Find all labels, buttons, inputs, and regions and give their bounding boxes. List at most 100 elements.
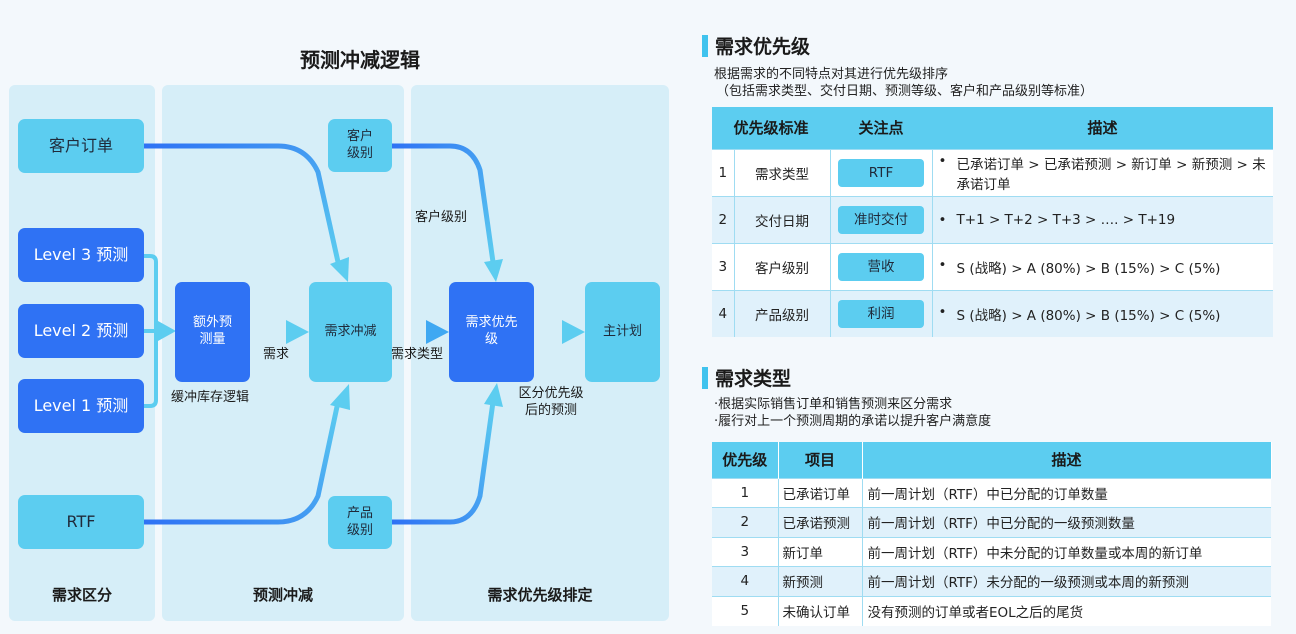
demand-type-table: 优先级 项目 描述 1 已承诺订单 前一周计划（RTF）中已分配的订单数量 2 … — [712, 442, 1272, 626]
row-description: 没有预测的订单或者EOL之后的尾货 — [862, 595, 1271, 626]
order-arrow-line — [144, 143, 341, 263]
cust-arrowhead — [484, 259, 503, 282]
cust-arrow-line — [392, 143, 496, 263]
flow-arrows — [144, 143, 585, 525]
row-desc-cell: • S (战略) > A (80%) > B (15%) > C (5%) — [932, 242, 1274, 290]
row-number: 3 — [712, 536, 779, 567]
bullet-dot: • — [938, 256, 947, 273]
row-description: 前一周计划（RTF）中已分配的一级预测数量 — [862, 507, 1271, 537]
row-focus-cell: 营收 — [830, 242, 933, 290]
rtf-arrow-line — [144, 401, 341, 525]
priority-header-focus: 关注点 — [830, 107, 933, 149]
table-row: 4 新预测 前一周计划（RTF）未分配的一级预测或本周的新预测 — [712, 566, 1271, 596]
label-customer-level: 客户级别 — [415, 210, 468, 225]
row-item: 新预测 — [778, 566, 863, 596]
focus-pill: 利润 — [838, 299, 925, 328]
table-row: 2 交付日期 准时交付 • T+1 > T+2 > T+3 > …. > T+19 — [712, 195, 1274, 243]
type-header-item: 项目 — [778, 442, 863, 478]
row-number: 4 — [712, 566, 779, 596]
priority-note-2: （包括需求类型、交付日期、预测等级、客户和产品级别等标准） — [716, 84, 1094, 99]
plan-arrowhead — [562, 320, 585, 344]
row-desc-cell: • T+1 > T+2 > T+3 > …. > T+19 — [932, 195, 1274, 243]
priority-title: 需求优先级 — [715, 36, 811, 58]
label-buffer-logic: 缓冲库存逻辑 — [171, 390, 250, 405]
demand-type-title: 需求类型 — [715, 368, 792, 390]
label-demand: 需求 — [263, 347, 290, 362]
priority-header-standard: 优先级标准 — [712, 107, 831, 149]
row-number: 1 — [712, 148, 735, 196]
row-focus-cell: 利润 — [830, 289, 933, 337]
row-number: 4 — [712, 289, 735, 337]
prod-arrow-line — [392, 401, 496, 525]
flow-diagram: 预测冲减逻辑 需求区分 预测冲减 需求优先级排定 — [9, 48, 669, 621]
row-item: 未确认订单 — [778, 595, 863, 626]
panel-label: 需求优先级排定 — [487, 586, 593, 604]
order-arrowhead — [330, 257, 349, 282]
table-row: 1 已承诺订单 前一周计划（RTF）中已分配的订单数量 — [712, 477, 1271, 508]
focus-pill: RTF — [838, 158, 925, 187]
node-level1-forecast: Level 1 预测 — [18, 379, 144, 433]
row-description: 前一周计划（RTF）中已分配的订单数量 — [862, 477, 1271, 508]
panel-label: 预测冲减 — [252, 586, 313, 604]
row-standard: 产品级别 — [734, 289, 831, 337]
bullet-dot: • — [938, 211, 947, 228]
level2-arrowhead — [158, 321, 176, 341]
table-row: 4 产品级别 利润 • S (战略) > A (80%) > B (15%) > … — [712, 289, 1274, 337]
bullet-dot: • — [938, 152, 947, 169]
table-row: 1 需求类型 RTF • 已承诺订单 > 已承诺预测 > 新订单 > 新预测 > … — [712, 148, 1274, 196]
row-number: 2 — [712, 507, 779, 537]
demand-type-heading: 需求类型 — [702, 364, 791, 391]
row-number: 5 — [712, 595, 779, 626]
node-level2-forecast: Level 2 预测 — [18, 304, 144, 358]
bullet-dot: • — [938, 303, 947, 320]
node-demand-offset: 需求冲减 — [309, 282, 392, 382]
row-standard: 交付日期 — [734, 195, 831, 243]
type-arrowhead — [426, 320, 449, 344]
heading-accent-bar — [702, 34, 708, 57]
demand-type-note-1: ·根据实际销售订单和销售预测来区分需求 — [714, 397, 953, 412]
table-row: 3 客户级别 营收 • S (战略) > A (80%) > B (15%) > … — [712, 242, 1274, 290]
focus-pill: 营收 — [838, 252, 925, 281]
focus-pill: 准时交付 — [838, 205, 925, 234]
row-number: 1 — [712, 477, 779, 508]
type-header-priority: 优先级 — [712, 442, 779, 478]
row-description: 已承诺订单 > 已承诺预测 > 新订单 > 新预测 > 未承诺订单 — [956, 156, 1266, 193]
table-row: 5 未确认订单 没有预测的订单或者EOL之后的尾货 — [712, 595, 1271, 626]
row-desc-cell: • 已承诺订单 > 已承诺预测 > 新订单 > 新预测 > 未承诺订单 — [932, 148, 1274, 196]
row-number: 3 — [712, 242, 735, 290]
node-demand-priority: 需求优先级 — [449, 282, 534, 382]
node-rtf: RTF — [18, 495, 144, 549]
rtf-arrowhead — [330, 384, 350, 410]
demand-arrowhead — [286, 320, 309, 344]
row-description: S (战略) > A (80%) > B (15%) > C (5%) — [956, 260, 1221, 277]
row-description: S (战略) > A (80%) > B (15%) > C (5%) — [956, 307, 1221, 324]
node-customer-level: 客户级别 — [328, 119, 392, 172]
priority-heading: 需求优先级 — [702, 32, 810, 59]
node-level3-forecast: Level 3 预测 — [18, 228, 144, 282]
priority-note-1: 根据需求的不同特点对其进行优先级排序 — [714, 67, 949, 82]
node-product-level: 产品级别 — [328, 496, 392, 549]
prod-arrowhead — [484, 383, 503, 407]
priority-header-desc: 描述 — [932, 107, 1274, 149]
flow-title: 预测冲减逻辑 — [300, 48, 420, 72]
row-item: 新订单 — [778, 536, 863, 567]
priority-table: 优先级标准 关注点 描述 1 需求类型 RTF • 已承诺订单 > 已承诺预测 >… — [712, 107, 1274, 337]
demand-type-note-2: ·履行对上一个预测周期的承诺以提升客户满意度 — [714, 414, 992, 429]
label-demand-type: 需求类型 — [391, 347, 444, 362]
row-standard: 需求类型 — [734, 148, 831, 196]
row-item: 已承诺订单 — [778, 477, 863, 508]
node-extra-forecast: 额外预测量 — [175, 282, 250, 382]
panel-label: 需求区分 — [51, 586, 112, 604]
row-desc-cell: • S (战略) > A (80%) > B (15%) > C (5%) — [932, 289, 1274, 337]
node-master-plan: 主计划 — [585, 282, 660, 382]
table-row: 3 新订单 前一周计划（RTF）中未分配的订单数量或本周的新订单 — [712, 536, 1271, 567]
row-focus-cell: RTF — [830, 148, 933, 196]
table-row: 2 已承诺预测 前一周计划（RTF）中已分配的一级预测数量 — [712, 507, 1271, 537]
row-description: 前一周计划（RTF）未分配的一级预测或本周的新预测 — [862, 566, 1271, 596]
type-header-desc: 描述 — [862, 442, 1272, 478]
row-standard: 客户级别 — [734, 242, 831, 290]
row-number: 2 — [712, 195, 735, 243]
heading-accent-bar — [702, 366, 708, 389]
row-item: 已承诺预测 — [778, 507, 863, 537]
row-description: T+1 > T+2 > T+3 > …. > T+19 — [956, 211, 1176, 228]
